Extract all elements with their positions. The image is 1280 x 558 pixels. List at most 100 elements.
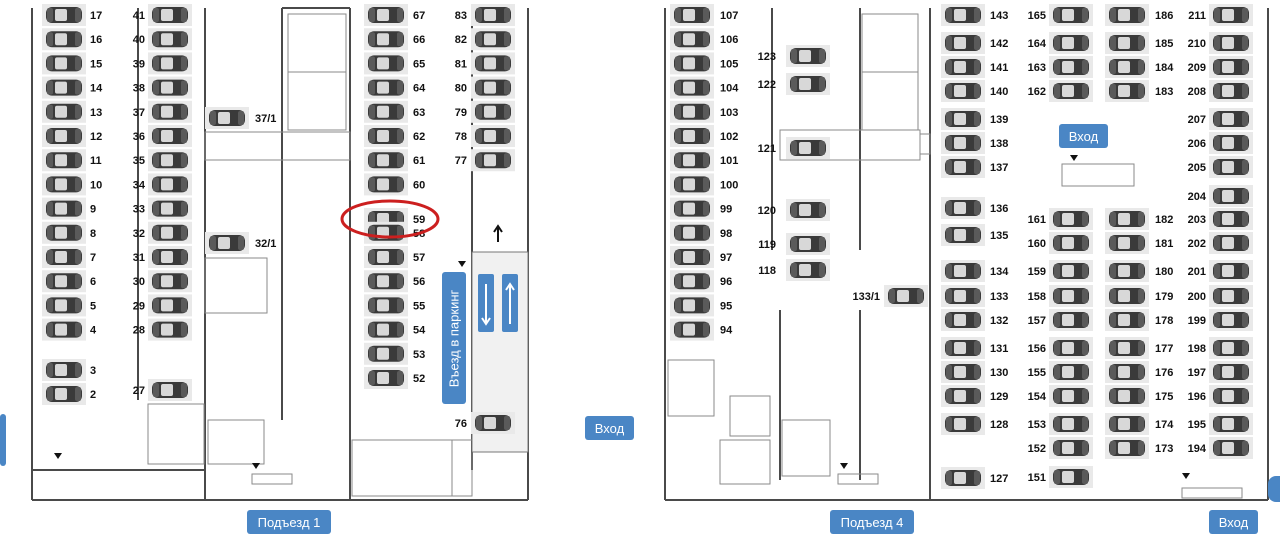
spot-label-181[interactable]: 181 xyxy=(1155,238,1173,250)
spot-label-210[interactable]: 210 xyxy=(1188,38,1206,50)
spot-label-7[interactable]: 7 xyxy=(90,252,96,264)
spot-label-41[interactable]: 41 xyxy=(133,10,145,22)
section-1-button[interactable]: Подъезд 1 xyxy=(247,510,331,534)
spot-label-206[interactable]: 206 xyxy=(1188,138,1206,150)
spot-label-142[interactable]: 142 xyxy=(990,38,1008,50)
spot-label-122[interactable]: 122 xyxy=(758,79,776,91)
spot-label-182[interactable]: 182 xyxy=(1155,214,1173,226)
spot-label-105[interactable]: 105 xyxy=(720,58,738,70)
spot-label-101[interactable]: 101 xyxy=(720,155,738,167)
spot-label-15[interactable]: 15 xyxy=(90,58,102,70)
spot-label-176[interactable]: 176 xyxy=(1155,367,1173,379)
spot-label-194[interactable]: 194 xyxy=(1188,443,1207,455)
spot-label-175[interactable]: 175 xyxy=(1155,391,1173,403)
spot-label-5[interactable]: 5 xyxy=(90,300,96,312)
spot-label-12[interactable]: 12 xyxy=(90,131,102,143)
spot-label-159[interactable]: 159 xyxy=(1028,266,1046,278)
left-edge-tab[interactable] xyxy=(0,414,6,466)
spot-label-79[interactable]: 79 xyxy=(455,107,467,119)
spot-label-133[interactable]: 133 xyxy=(990,291,1008,303)
spot-label-28[interactable]: 28 xyxy=(133,325,145,337)
spot-label-13[interactable]: 13 xyxy=(90,107,102,119)
spot-label-203[interactable]: 203 xyxy=(1188,214,1206,226)
spot-label-6[interactable]: 6 xyxy=(90,276,96,288)
spot-label-151[interactable]: 151 xyxy=(1028,472,1046,484)
spot-label-63[interactable]: 63 xyxy=(413,107,425,119)
spot-label-205[interactable]: 205 xyxy=(1188,162,1206,174)
spot-label-37[interactable]: 37 xyxy=(133,107,145,119)
spot-label-139[interactable]: 139 xyxy=(990,114,1008,126)
spot-label-134[interactable]: 134 xyxy=(990,266,1009,278)
spot-label-123[interactable]: 123 xyxy=(758,51,776,63)
spot-label-67[interactable]: 67 xyxy=(413,10,425,22)
spot-label-77[interactable]: 77 xyxy=(455,155,467,167)
spot-label-160[interactable]: 160 xyxy=(1028,238,1046,250)
spot-label-204[interactable]: 204 xyxy=(1188,191,1207,203)
spot-label-102[interactable]: 102 xyxy=(720,131,738,143)
spot-label-180[interactable]: 180 xyxy=(1155,266,1173,278)
spot-label-64[interactable]: 64 xyxy=(413,83,426,95)
spot-label-120[interactable]: 120 xyxy=(758,205,776,217)
spot-label-2[interactable]: 2 xyxy=(90,389,96,401)
spot-label-66[interactable]: 66 xyxy=(413,34,425,46)
spot-label-158[interactable]: 158 xyxy=(1028,291,1046,303)
spot-label-118[interactable]: 118 xyxy=(758,265,776,277)
entrance-button-2[interactable]: Вход xyxy=(1059,124,1108,148)
spot-label-199[interactable]: 199 xyxy=(1188,315,1206,327)
spot-label-174[interactable]: 174 xyxy=(1155,419,1174,431)
spot-label-119[interactable]: 119 xyxy=(758,239,776,251)
spot-label-34[interactable]: 34 xyxy=(133,179,146,191)
spot-label-178[interactable]: 178 xyxy=(1155,315,1173,327)
spot-label-185[interactable]: 185 xyxy=(1155,38,1173,50)
spot-label-155[interactable]: 155 xyxy=(1028,367,1046,379)
spot-label-32[interactable]: 32 xyxy=(133,228,145,240)
spot-label-157[interactable]: 157 xyxy=(1028,315,1046,327)
spot-label-200[interactable]: 200 xyxy=(1188,291,1206,303)
spot-label-165[interactable]: 165 xyxy=(1028,10,1046,22)
spot-label-31[interactable]: 31 xyxy=(133,252,145,264)
spot-label-53[interactable]: 53 xyxy=(413,349,425,361)
spot-label-184[interactable]: 184 xyxy=(1155,62,1174,74)
spot-label-8[interactable]: 8 xyxy=(90,228,96,240)
parking-entry-button[interactable]: Въезд в паркинг xyxy=(442,272,466,404)
spot-label-208[interactable]: 208 xyxy=(1188,86,1206,98)
spot-label-100[interactable]: 100 xyxy=(720,179,738,191)
spot-label-56[interactable]: 56 xyxy=(413,276,425,288)
spot-label-137[interactable]: 137 xyxy=(990,162,1008,174)
spot-label-80[interactable]: 80 xyxy=(455,83,467,95)
spot-label-135[interactable]: 135 xyxy=(990,230,1008,242)
section-4-button[interactable]: Подъезд 4 xyxy=(830,510,914,534)
spot-label-57[interactable]: 57 xyxy=(413,252,425,264)
spot-label-143[interactable]: 143 xyxy=(990,10,1008,22)
spot-label-32-1[interactable]: 32/1 xyxy=(255,238,276,250)
spot-label-211[interactable]: 211 xyxy=(1188,10,1206,22)
spot-label-106[interactable]: 106 xyxy=(720,34,738,46)
spot-label-30[interactable]: 30 xyxy=(133,276,145,288)
spot-label-33[interactable]: 33 xyxy=(133,204,145,216)
spot-label-36[interactable]: 36 xyxy=(133,131,145,143)
spot-label-11[interactable]: 11 xyxy=(90,155,102,167)
spot-label-14[interactable]: 14 xyxy=(90,83,103,95)
right-edge-tab[interactable] xyxy=(1268,476,1280,502)
spot-label-164[interactable]: 164 xyxy=(1028,38,1047,50)
spot-label-55[interactable]: 55 xyxy=(413,300,425,312)
spot-label-40[interactable]: 40 xyxy=(133,34,145,46)
spot-label-196[interactable]: 196 xyxy=(1188,391,1206,403)
entrance-button-3[interactable]: Вход xyxy=(1209,510,1258,534)
spot-label-78[interactable]: 78 xyxy=(455,131,467,143)
spot-label-95[interactable]: 95 xyxy=(720,300,732,312)
spot-label-127[interactable]: 127 xyxy=(990,473,1008,485)
spot-label-136[interactable]: 136 xyxy=(990,203,1008,215)
spot-label-132[interactable]: 132 xyxy=(990,315,1008,327)
spot-label-195[interactable]: 195 xyxy=(1188,419,1206,431)
spot-label-140[interactable]: 140 xyxy=(990,86,1008,98)
spot-label-94[interactable]: 94 xyxy=(720,325,733,337)
spot-label-173[interactable]: 173 xyxy=(1155,443,1173,455)
spot-label-4[interactable]: 4 xyxy=(90,325,97,337)
spot-label-60[interactable]: 60 xyxy=(413,179,425,191)
entrance-button-1[interactable]: Вход xyxy=(585,416,634,440)
spot-label-65[interactable]: 65 xyxy=(413,58,425,70)
spot-label-52[interactable]: 52 xyxy=(413,373,425,385)
spot-label-179[interactable]: 179 xyxy=(1155,291,1173,303)
spot-label-197[interactable]: 197 xyxy=(1188,367,1206,379)
